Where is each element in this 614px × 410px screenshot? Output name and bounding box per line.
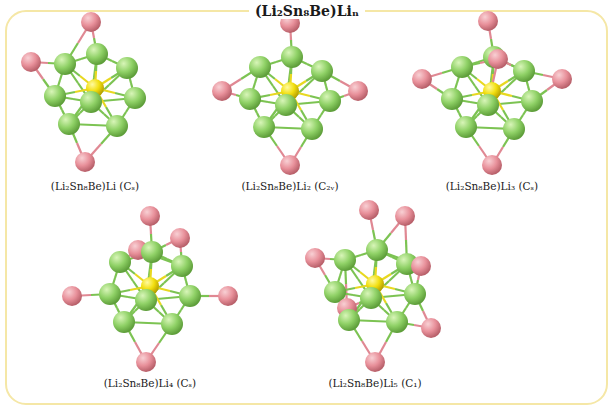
li-atom bbox=[170, 228, 190, 248]
li-atom bbox=[478, 11, 498, 31]
cluster-structure bbox=[212, 13, 368, 175]
structure-caption: (Li₂Sn₈Be)Li₄ (Cₛ) bbox=[104, 377, 196, 389]
sn-atom bbox=[338, 309, 360, 331]
li-atom bbox=[365, 352, 385, 372]
sn-atom bbox=[301, 118, 323, 140]
li-atom bbox=[412, 69, 432, 89]
sn-atom bbox=[106, 115, 128, 137]
sn-atom bbox=[275, 94, 297, 116]
sn-atom bbox=[116, 57, 138, 79]
cluster-structure bbox=[62, 206, 238, 372]
sn-atom bbox=[477, 94, 499, 116]
sn-atom bbox=[86, 43, 108, 65]
li-atom bbox=[140, 206, 160, 226]
sn-atom bbox=[99, 283, 121, 305]
sn-atom bbox=[179, 285, 201, 307]
li-atom bbox=[75, 152, 95, 172]
sn-atom bbox=[503, 118, 525, 140]
li-atom bbox=[212, 81, 232, 101]
li-atom bbox=[81, 12, 101, 32]
sn-atom bbox=[249, 56, 271, 78]
cluster-structure bbox=[412, 11, 572, 175]
li-atom bbox=[482, 155, 502, 175]
sn-atom bbox=[386, 311, 408, 333]
li-atom bbox=[136, 352, 156, 372]
sn-atom bbox=[141, 241, 163, 263]
sn-atom bbox=[360, 287, 382, 309]
li-atom bbox=[359, 200, 379, 220]
li-atom bbox=[552, 69, 572, 89]
sn-atom bbox=[239, 88, 261, 110]
li-atom bbox=[348, 81, 368, 101]
structure-caption: (Li₂Sn₈Be)Li (Cₛ) bbox=[51, 180, 139, 192]
sn-atom bbox=[113, 311, 135, 333]
li-atom bbox=[218, 286, 238, 306]
sn-atom bbox=[513, 60, 535, 82]
frame bbox=[6, 11, 607, 404]
li-atom bbox=[21, 52, 41, 72]
figure-title: (Li₂Sn₈Be)Liₙ bbox=[249, 3, 365, 19]
structure-caption: (Li₂Sn₈Be)Li₂ (C₂ᵥ) bbox=[241, 180, 338, 192]
li-atom bbox=[488, 49, 508, 69]
sn-atom bbox=[521, 90, 543, 112]
li-atom bbox=[421, 318, 441, 338]
sn-atom bbox=[366, 239, 388, 261]
sn-atom bbox=[161, 313, 183, 335]
li-atom bbox=[280, 155, 300, 175]
sn-atom bbox=[281, 46, 303, 68]
sn-atom bbox=[319, 90, 341, 112]
sn-atom bbox=[80, 91, 102, 113]
structure-caption: (Li₂Sn₈Be)Li₅ (C₁) bbox=[328, 377, 421, 389]
sn-atom bbox=[404, 283, 426, 305]
sn-atom bbox=[124, 87, 146, 109]
sn-atom bbox=[311, 60, 333, 82]
sn-atom bbox=[58, 113, 80, 135]
cluster-structure bbox=[21, 12, 146, 172]
sn-atom bbox=[54, 53, 76, 75]
sn-atom bbox=[253, 116, 275, 138]
li-atom bbox=[395, 206, 415, 226]
sn-atom bbox=[451, 56, 473, 78]
li-atom bbox=[305, 248, 325, 268]
structure-caption: (Li₂Sn₈Be)Li₃ (Cₛ) bbox=[446, 180, 538, 192]
li-atom bbox=[411, 256, 431, 276]
sn-atom bbox=[109, 251, 131, 273]
sn-atom bbox=[441, 88, 463, 110]
sn-atom bbox=[44, 85, 66, 107]
sn-atom bbox=[135, 289, 157, 311]
sn-atom bbox=[455, 116, 477, 138]
li-atom bbox=[62, 286, 82, 306]
sn-atom bbox=[334, 249, 356, 271]
sn-atom bbox=[171, 255, 193, 277]
cluster-structure bbox=[305, 200, 441, 372]
